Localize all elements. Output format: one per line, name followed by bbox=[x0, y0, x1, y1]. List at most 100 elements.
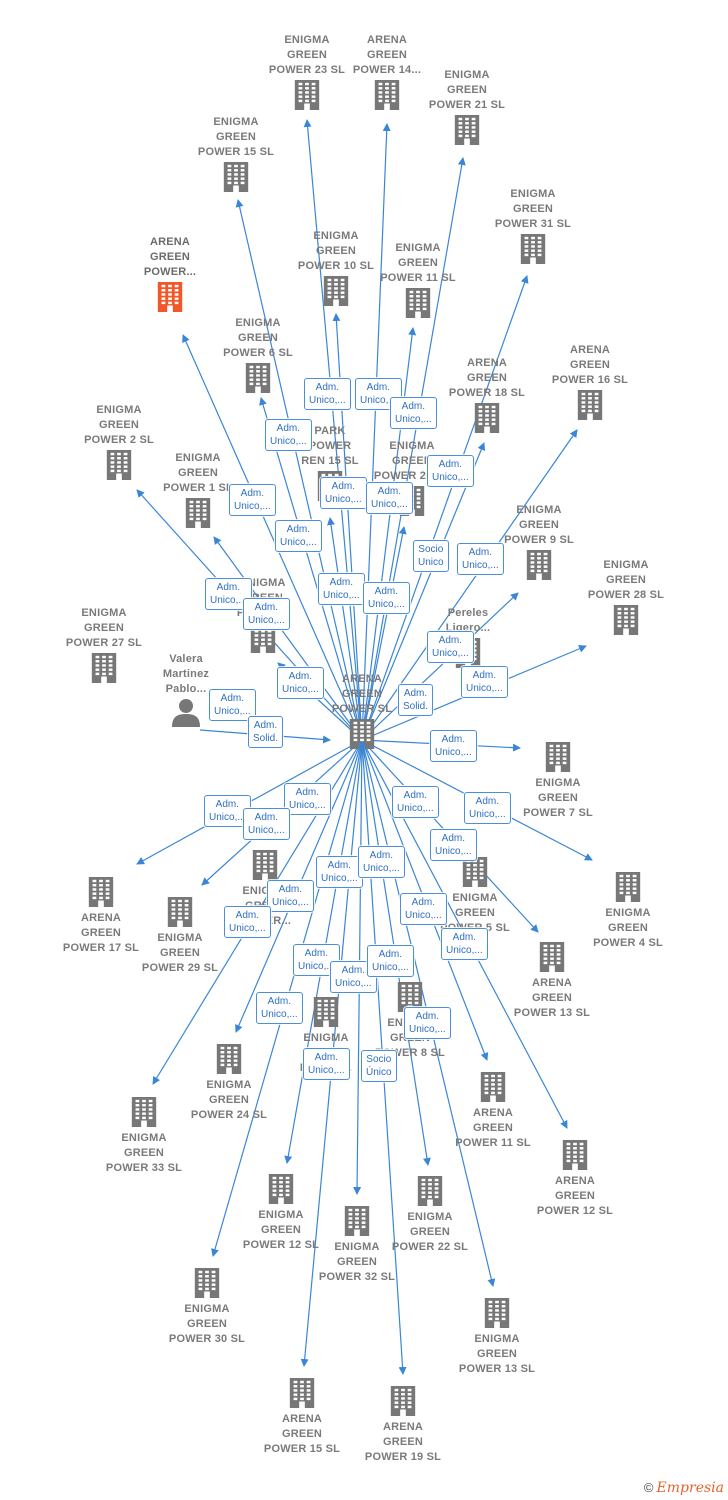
node-center[interactable]: ARENA GREEN POWER SL bbox=[302, 672, 422, 751]
relation-badge[interactable]: Adm. Unico,... bbox=[229, 484, 276, 516]
node-eg21[interactable]: ENIGMA GREEN POWER 21 SL bbox=[407, 68, 527, 147]
relation-badge[interactable]: Adm. Unico,... bbox=[392, 786, 439, 818]
building-icon bbox=[157, 282, 183, 312]
relation-badge[interactable]: Adm. Unico,... bbox=[363, 582, 410, 614]
relation-badge[interactable]: Socio Único bbox=[361, 1050, 397, 1082]
node-eg11[interactable]: ENIGMA GREEN POWER 11 SL bbox=[358, 241, 478, 320]
node-eg22[interactable]: ENIGMA GREEN POWER 22 SL bbox=[370, 1174, 490, 1255]
node-ag12[interactable]: ARENA GREEN POWER 12 SL bbox=[515, 1138, 635, 1219]
relation-badge[interactable]: Adm. Unico,... bbox=[284, 783, 331, 815]
relation-badge[interactable]: Adm. Unico,... bbox=[441, 928, 488, 960]
building-icon bbox=[562, 1140, 588, 1170]
relation-badge[interactable]: Adm. Solid. bbox=[398, 684, 434, 716]
building-icon bbox=[539, 942, 565, 972]
node-label: ARENA GREEN POWER 14... bbox=[352, 34, 422, 76]
node-eg33[interactable]: ENIGMA GREEN POWER 33 SL bbox=[84, 1095, 204, 1176]
building-icon bbox=[268, 1174, 294, 1204]
node-label: ENIGMA GREEN POWER 15 SL bbox=[197, 116, 275, 158]
node-eg10[interactable]: ENIGMA GREEN POWER 10 SL bbox=[276, 229, 396, 308]
relation-badge[interactable]: Adm. Solid. bbox=[248, 716, 284, 748]
node-label: ENIGMA GREEN POWER 6 SL bbox=[223, 317, 293, 359]
node-eg28[interactable]: ENIGMA GREEN POWER 28 SL bbox=[566, 558, 686, 637]
node-ag13[interactable]: ARENA GREEN POWER 13 SL bbox=[492, 940, 612, 1021]
node-eg32[interactable]: ENIGMA GREEN POWER 32 SL bbox=[297, 1204, 417, 1285]
relation-badge[interactable]: Adm. Unico,... bbox=[224, 906, 271, 938]
relation-badge[interactable]: Adm. Unico,... bbox=[366, 482, 413, 514]
edge-eg23 bbox=[303, 119, 363, 741]
relation-badge[interactable]: Adm. Unico,... bbox=[390, 397, 437, 429]
relation-badge[interactable]: Adm. Unico,... bbox=[243, 808, 290, 840]
node-valera[interactable]: Valera Martinez Pablo... bbox=[126, 652, 246, 727]
relation-badge[interactable]: Adm. Unico,... bbox=[243, 598, 290, 630]
node-ag15[interactable]: ARENA GREEN POWER 15 SL bbox=[242, 1376, 362, 1457]
relation-badge[interactable]: Adm. Unico,... bbox=[367, 945, 414, 977]
relation-badge[interactable]: Socio Unico bbox=[413, 540, 449, 572]
node-eg27[interactable]: ENIGMA GREEN POWER 27 SL bbox=[44, 606, 164, 685]
brand-logo-text[interactable]: Empresia bbox=[656, 1480, 724, 1496]
relation-badge[interactable]: Adm. Unico,... bbox=[464, 792, 511, 824]
node-eg4[interactable]: ENIGMA GREEN POWER 4 SL bbox=[568, 870, 688, 951]
edge-park bbox=[327, 517, 363, 741]
edge-eg21 bbox=[361, 157, 466, 741]
node-label: ENIGMA GREEN POWER 7 SL bbox=[523, 777, 593, 819]
relation-badge[interactable]: Adm. Unico,... bbox=[293, 944, 340, 976]
building-icon bbox=[349, 719, 375, 749]
relation-badge[interactable]: Adm. Unico,... bbox=[457, 543, 504, 575]
node-eg30[interactable]: ENIGMA GREEN POWER 30 SL bbox=[147, 1266, 267, 1347]
relation-badge[interactable]: Adm. Unico,... bbox=[275, 520, 322, 552]
building-icon bbox=[454, 115, 480, 145]
relation-badge[interactable]: Adm. Unico,... bbox=[318, 573, 365, 605]
relation-badge[interactable]: Adm. Unico,... bbox=[267, 880, 314, 912]
node-ag18[interactable]: ARENA GREEN POWER 18 SL bbox=[427, 356, 547, 435]
node-eg7[interactable]: ENIGMA GREEN POWER 7 SL bbox=[498, 740, 618, 821]
node-label: ARENA GREEN POWER 17 SL bbox=[62, 912, 140, 954]
relation-badge[interactable]: Adm. Unico,... bbox=[303, 1048, 350, 1080]
building-icon bbox=[223, 162, 249, 192]
relation-badge[interactable]: Adm. Unico,... bbox=[204, 795, 251, 827]
edge-eg20 bbox=[361, 526, 407, 741]
relation-badge[interactable]: Adm. Unico,... bbox=[304, 378, 351, 410]
node-eg2[interactable]: ENIGMA GREEN POWER 2 SL bbox=[59, 403, 179, 482]
node-eg24[interactable]: ENIGMA GREEN POWER 24 SL bbox=[169, 1042, 289, 1123]
relation-badge[interactable]: Adm. Unico,... bbox=[358, 846, 405, 878]
relation-badge[interactable]: Adm. Unico,... bbox=[209, 689, 256, 721]
building-icon bbox=[397, 982, 423, 1012]
relation-badge[interactable]: Adm. Unico,... bbox=[320, 477, 367, 509]
node-eg13[interactable]: ENIGMA GREEN POWER 13 SL bbox=[437, 1296, 557, 1377]
building-icon bbox=[613, 605, 639, 635]
relation-badge[interactable]: Adm. Unico,... bbox=[277, 667, 324, 699]
relation-badge[interactable]: Adm. Unico,... bbox=[205, 578, 252, 610]
relation-badge[interactable]: Adm. Unico,... bbox=[427, 455, 474, 487]
copyright-mark: © bbox=[643, 1480, 654, 1495]
node-eg6[interactable]: ENIGMA GREEN POWER 6 SL bbox=[198, 316, 318, 395]
relation-badge[interactable]: Adm. Unico,... bbox=[404, 1007, 451, 1039]
edge-ag16 bbox=[361, 429, 578, 741]
node-eg15[interactable]: ENIGMA GREEN POWER 15 SL bbox=[176, 115, 296, 194]
node-eg1[interactable]: ENIGMA GREEN POWER 1 SL bbox=[138, 451, 258, 530]
relation-badge[interactable]: Adm. Unico,... bbox=[316, 856, 363, 888]
relation-badge[interactable]: Adm. Unico,... bbox=[430, 829, 477, 861]
relation-badge[interactable]: Adm. Unico,... bbox=[427, 631, 474, 663]
relation-badge[interactable]: Adm. Unico,... bbox=[430, 730, 477, 762]
footer: © Empresia bbox=[644, 1480, 724, 1496]
relation-badge[interactable]: Adm. Unico,... bbox=[265, 419, 312, 451]
node-eg31[interactable]: ENIGMA GREEN POWER 31 SL bbox=[473, 187, 593, 266]
node-ag16[interactable]: ARENA GREEN POWER 16 SL bbox=[530, 343, 650, 422]
node-eg29[interactable]: ENIGMA GREEN POWER 29 SL bbox=[120, 895, 240, 976]
node-ag11[interactable]: ARENA GREEN POWER 11 SL bbox=[433, 1070, 553, 1151]
relation-badge[interactable]: Adm. Unico,... bbox=[256, 992, 303, 1024]
node-ag14[interactable]: ARENA GREEN POWER 14... bbox=[327, 33, 447, 112]
node-label: ENIGMA GREEN POWER 9 SL bbox=[504, 504, 574, 546]
node-ag17[interactable]: ARENA GREEN POWER 17 SL bbox=[41, 875, 161, 956]
node-eg12[interactable]: ENIGMA GREEN POWER 12 SL bbox=[221, 1172, 341, 1253]
building-icon bbox=[480, 1072, 506, 1102]
node-eg23[interactable]: ENIGMA GREEN POWER 23 SL bbox=[247, 33, 367, 112]
relation-badge[interactable]: Adm. Unico,... bbox=[461, 666, 508, 698]
node-agph[interactable]: ARENA GREEN POWER... bbox=[110, 235, 230, 314]
node-eg9[interactable]: ENIGMA GREEN POWER 9 SL bbox=[479, 503, 599, 582]
node-ag19[interactable]: ARENA GREEN POWER 19 SL bbox=[343, 1384, 463, 1465]
building-icon bbox=[417, 1176, 443, 1206]
relation-badge[interactable]: Adm. Unico,... bbox=[400, 893, 447, 925]
node-label: Valera Martinez Pablo... bbox=[162, 653, 210, 695]
building-icon bbox=[577, 390, 603, 420]
